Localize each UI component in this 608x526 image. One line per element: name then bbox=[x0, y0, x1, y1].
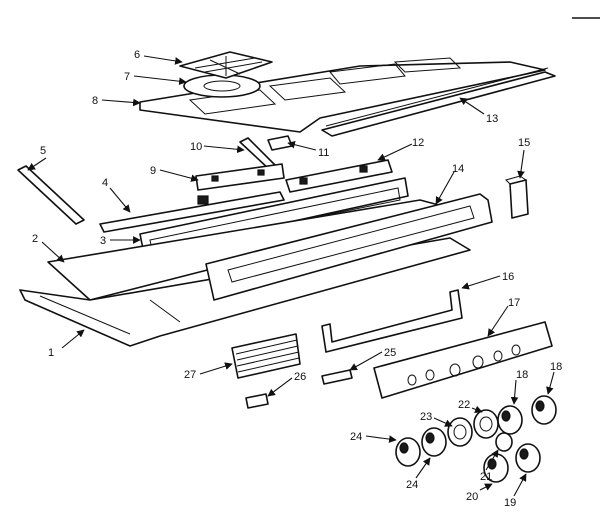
leader-24a bbox=[365, 435, 397, 443]
callout-labels: 1 2 3 4 5 6 7 8 9 10 11 12 13 14 15 16 1… bbox=[32, 49, 562, 509]
callout-19: 19 bbox=[504, 497, 516, 509]
part-clip-left bbox=[245, 393, 269, 409]
callout-9: 9 bbox=[150, 165, 156, 177]
leader-21 bbox=[485, 449, 499, 471]
part-control-panel bbox=[373, 321, 553, 399]
leader-27 bbox=[199, 362, 233, 375]
part-small-block bbox=[505, 175, 529, 219]
callout-21: 21 bbox=[480, 471, 492, 483]
callout-3: 3 bbox=[100, 235, 106, 247]
callout-4: 4 bbox=[102, 177, 108, 189]
part-u-bracket bbox=[321, 289, 463, 353]
callout-18b: 18 bbox=[550, 361, 562, 373]
leader-15 bbox=[517, 149, 525, 179]
part-clip-right bbox=[321, 369, 353, 385]
part-vent-grille bbox=[231, 333, 301, 379]
callout-26: 26 bbox=[294, 371, 306, 383]
callout-22: 22 bbox=[458, 399, 470, 411]
callout-12: 12 bbox=[412, 137, 424, 149]
part-rail bbox=[99, 191, 285, 233]
leader-18b bbox=[546, 371, 555, 395]
callout-6: 6 bbox=[134, 49, 140, 61]
part-burner-grate bbox=[179, 51, 273, 79]
part-front-frame bbox=[205, 193, 493, 301]
callout-27: 27 bbox=[184, 369, 196, 381]
leader-6 bbox=[143, 55, 183, 65]
part-trim-strip bbox=[321, 67, 556, 137]
callout-24a: 24 bbox=[350, 431, 362, 443]
part-knob-top-left bbox=[497, 405, 523, 435]
callout-2: 2 bbox=[32, 233, 38, 245]
callout-15: 15 bbox=[518, 137, 530, 149]
leader-1 bbox=[61, 329, 85, 349]
callout-20: 20 bbox=[466, 491, 478, 503]
leader-5 bbox=[27, 157, 47, 171]
part-bracket-right bbox=[285, 159, 393, 193]
callout-24b: 24 bbox=[406, 479, 418, 491]
leader-8 bbox=[101, 98, 141, 107]
leader-14 bbox=[435, 171, 455, 205]
callout-10: 10 bbox=[190, 141, 202, 153]
part-knob-left-outer bbox=[395, 437, 421, 467]
callout-18a: 18 bbox=[516, 369, 528, 381]
leader-12 bbox=[377, 143, 413, 161]
callout-23: 23 bbox=[420, 411, 432, 423]
callout-5: 5 bbox=[40, 145, 46, 157]
leader-10 bbox=[203, 145, 245, 154]
callout-8: 8 bbox=[92, 95, 98, 107]
part-knob-left-inner bbox=[421, 427, 447, 457]
part-knob-bottom-left bbox=[483, 453, 509, 483]
leader-24b bbox=[415, 457, 431, 479]
leader-9 bbox=[159, 169, 199, 182]
leader-18a bbox=[510, 379, 519, 405]
part-knob-top-right bbox=[531, 395, 557, 425]
leader-19 bbox=[513, 473, 527, 497]
part-bezel-ring-left bbox=[447, 417, 473, 447]
leader-lines bbox=[27, 55, 555, 497]
part-bracket-left bbox=[195, 163, 285, 191]
callout-1: 1 bbox=[48, 347, 54, 359]
leader-20 bbox=[479, 483, 493, 491]
leader-11 bbox=[287, 140, 317, 151]
callout-25: 25 bbox=[384, 347, 396, 359]
part-bezel-ring-center bbox=[473, 409, 499, 439]
callout-14: 14 bbox=[452, 163, 464, 175]
leader-22 bbox=[471, 405, 483, 414]
leader-23 bbox=[433, 417, 453, 427]
leader-16 bbox=[461, 275, 501, 290]
leader-7 bbox=[133, 75, 187, 86]
part-burner-bowl bbox=[183, 74, 261, 98]
part-knob-bottom-right bbox=[515, 443, 541, 473]
callout-7: 7 bbox=[124, 71, 130, 83]
part-bezel-ring-small bbox=[495, 432, 513, 452]
callout-11: 11 bbox=[318, 147, 329, 159]
leader-26 bbox=[267, 377, 293, 397]
callout-13: 13 bbox=[486, 113, 498, 125]
leader-2 bbox=[41, 241, 65, 263]
leader-25 bbox=[349, 351, 383, 371]
callout-17: 17 bbox=[508, 297, 520, 309]
leader-17 bbox=[487, 305, 509, 337]
leader-13 bbox=[459, 97, 485, 115]
part-side-strip bbox=[17, 165, 85, 225]
leader-4 bbox=[109, 187, 131, 213]
callout-16: 16 bbox=[502, 271, 514, 283]
